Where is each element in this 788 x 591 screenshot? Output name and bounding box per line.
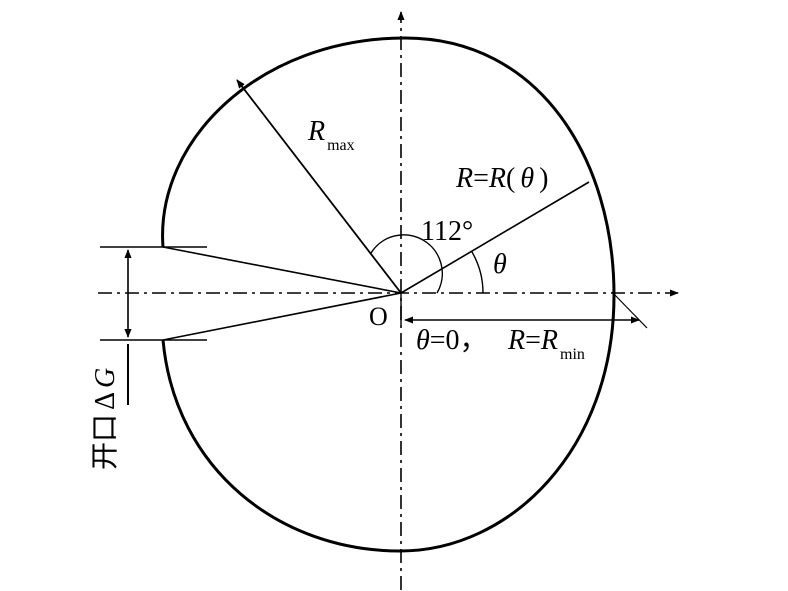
r-theta-paren-open: (: [506, 163, 515, 194]
r-theta-line: [400, 181, 590, 294]
r-min-eq: =: [525, 325, 541, 356]
gap-line-upper: [162, 246, 402, 294]
theta-zero-rest: =0，: [430, 325, 488, 356]
cam-outline-upper: [161, 36, 616, 296]
r-max-subscript: max: [327, 137, 355, 154]
r-theta-eq: =: [473, 163, 489, 194]
opening-delta: Δ: [90, 392, 121, 410]
angle-arc-112: [369, 234, 444, 294]
opening-text: 开口: [90, 414, 121, 470]
opening-g: G: [90, 368, 121, 388]
r-theta-paren-close: ): [539, 163, 548, 194]
r-min-r1: R: [507, 325, 525, 356]
r-theta-r1: R: [455, 163, 473, 194]
cam-outline-lower: [161, 294, 616, 553]
r-min-tick: [611, 291, 648, 329]
r-theta-theta: θ: [520, 163, 534, 194]
theta-zero-symbol: θ: [416, 325, 430, 356]
r-theta-label: R=R(θ): [455, 163, 548, 194]
r-min-subscript: min: [560, 346, 585, 363]
angle-112-label: 112°: [421, 216, 473, 247]
origin-label: O: [369, 302, 388, 331]
opening-label-group: 开口 ΔG: [90, 368, 121, 470]
angle-arc-theta: [470, 250, 484, 294]
theta-zero-label: θ=0，: [416, 325, 488, 356]
r-min-r2: R: [540, 325, 558, 356]
opening-label: 开口 ΔG: [90, 368, 121, 470]
theta-angle-label: θ: [493, 249, 507, 280]
r-theta-r2: R: [488, 163, 506, 194]
r-max-symbol: R: [307, 116, 325, 147]
r-max-arrow: [236, 79, 402, 294]
gap-line-lower: [162, 292, 402, 341]
